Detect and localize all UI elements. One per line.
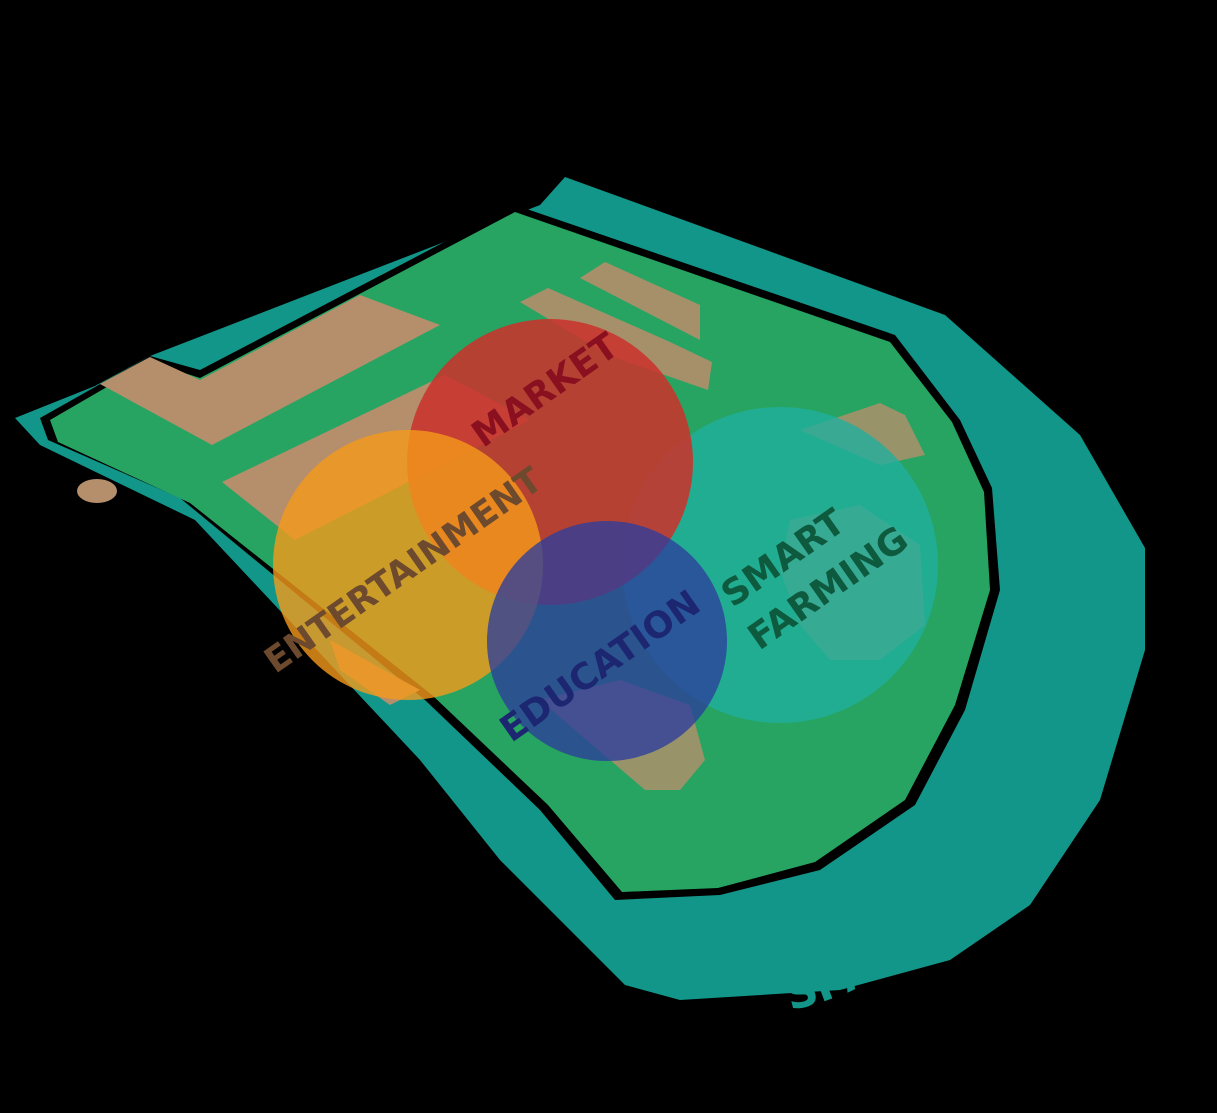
building-top-left [100, 295, 440, 445]
building-top-right [580, 262, 700, 340]
entertainment-circle [273, 430, 543, 700]
small-dot [77, 479, 117, 503]
education-circle [487, 521, 727, 761]
